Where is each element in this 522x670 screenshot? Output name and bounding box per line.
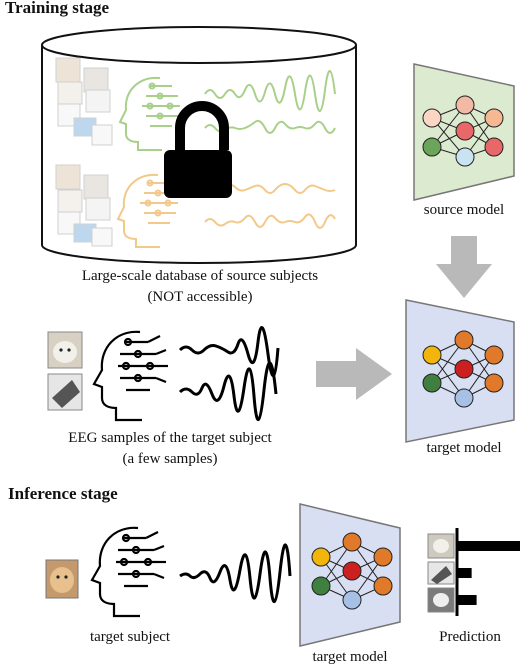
inference-stage-heading: Inference stage — [8, 484, 118, 503]
target-subject-head-icon — [92, 330, 168, 422]
lock-icon — [164, 101, 232, 198]
target-eeg-waves — [178, 326, 280, 422]
source-model-label: source model — [423, 202, 505, 218]
target-model-inference — [299, 503, 401, 647]
source-model — [413, 63, 515, 201]
training-stage-heading: Training stage — [5, 0, 110, 17]
inference-subject-head-icon — [90, 526, 166, 618]
fine-tune-arrow — [316, 348, 392, 400]
target-model-training — [405, 299, 515, 443]
target-samples-caption-line2: (a few samples) — [122, 451, 218, 467]
source-eeg-waves — [204, 70, 336, 229]
prediction-bar-1 — [458, 541, 520, 551]
inference-eeg-wave — [179, 543, 292, 604]
database-caption-line2: (NOT accessible) — [147, 289, 253, 305]
prediction-bar-2 — [458, 568, 472, 578]
target-samples-caption-line1: EEG samples of the target subject — [68, 430, 272, 446]
faded-image-thumbnails-top — [55, 57, 113, 146]
source-subject-head-orange-icon — [116, 173, 178, 248]
faded-image-thumbnails-bottom — [55, 164, 113, 247]
target-model-label-inference: target model — [312, 649, 388, 665]
target-sample-thumbnails — [47, 331, 83, 411]
target-model-label-training: target model — [426, 440, 502, 456]
source-subject-head-green-icon — [118, 76, 180, 151]
database-caption-line1: Large-scale database of source subjects — [81, 268, 319, 284]
prediction-chart — [427, 528, 520, 616]
prediction-bar-3 — [458, 595, 477, 605]
target-subject-label: target subject — [89, 629, 171, 645]
inference-sample-thumbnail — [45, 559, 79, 599]
prediction-label: Prediction — [439, 629, 501, 645]
transfer-arrow — [436, 236, 492, 298]
